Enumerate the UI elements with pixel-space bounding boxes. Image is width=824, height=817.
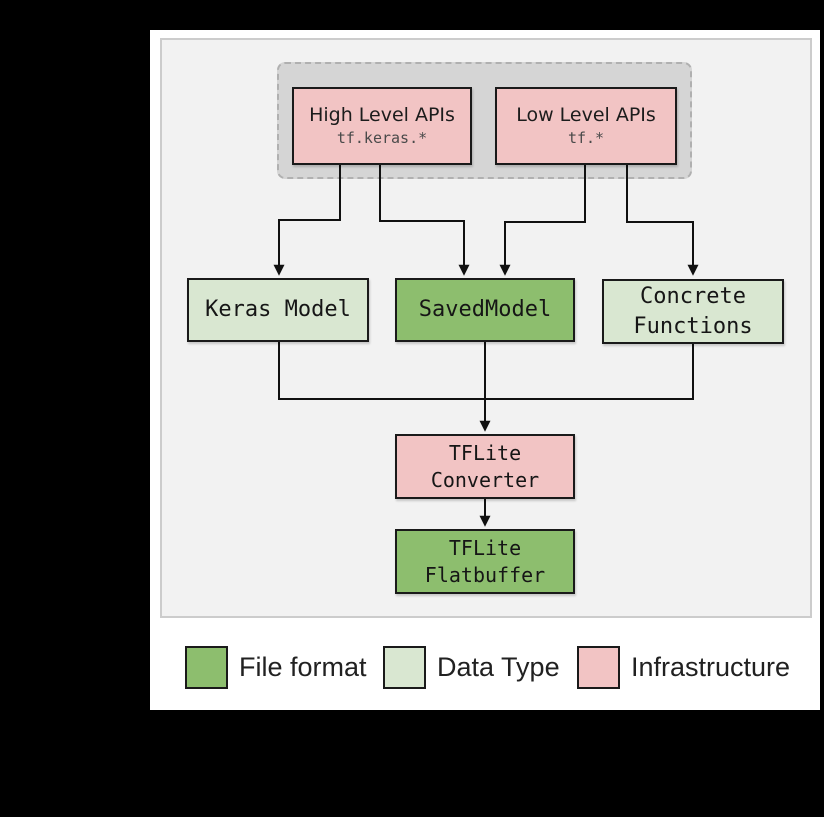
legend-swatch-file-format [185,645,228,689]
node-concrete-functions-line1: Concrete [640,284,746,310]
node-keras-model: Keras Model [187,278,369,342]
node-tflite-converter: TFLite Converter [395,434,575,499]
legend-item-data-type: Data Type [383,643,560,691]
edge-concrete-to-collector [486,342,694,400]
node-savedmodel: SavedModel [395,278,575,342]
node-low-level-apis-code: tf.* [567,129,605,148]
node-low-level-apis-title: Low Level APIs [516,103,656,126]
edge-high-to-keras [273,165,341,276]
legend-label-infrastructure: Infrastructure [631,651,791,682]
diagram-page: High Level APIs tf.keras.* Low Level API… [150,30,820,710]
edge-keras-to-collector [278,340,484,400]
legend-swatch-infrastructure [577,645,620,689]
node-high-level-apis: High Level APIs tf.keras.* [292,87,472,165]
node-tflite-converter-line1: TFLite [448,440,522,465]
node-tflite-flatbuffer: TFLite Flatbuffer [395,529,575,594]
node-tflite-flatbuffer-line1: TFLite [448,535,522,560]
legend-label-data-type: Data Type [437,651,560,682]
edge-high-to-saved [379,165,470,276]
node-high-level-apis-code: tf.keras.* [336,129,428,148]
node-savedmodel-label: SavedModel [418,297,552,323]
node-tflite-converter-line2: Converter [430,467,540,492]
legend-label-file-format: File format [239,651,367,682]
node-concrete-functions-line2: Functions [633,313,753,339]
node-high-level-apis-title: High Level APIs [309,103,455,126]
legend-item-infrastructure: Infrastructure [577,643,790,691]
edge-low-to-saved [499,165,586,276]
node-keras-model-label: Keras Model [205,297,351,323]
connector-lines [273,165,699,527]
node-low-level-apis: Low Level APIs tf.* [495,87,677,165]
legend-swatch-data-type [383,645,426,689]
edge-low-to-concrete [626,165,699,276]
node-concrete-functions: Concrete Functions [602,279,784,344]
legend-item-file-format: File format [185,643,367,691]
legend: File format Data Type Infrastructure [150,643,820,691]
node-tflite-flatbuffer-line2: Flatbuffer [424,562,546,587]
diagram-panel: High Level APIs tf.keras.* Low Level API… [160,38,812,618]
